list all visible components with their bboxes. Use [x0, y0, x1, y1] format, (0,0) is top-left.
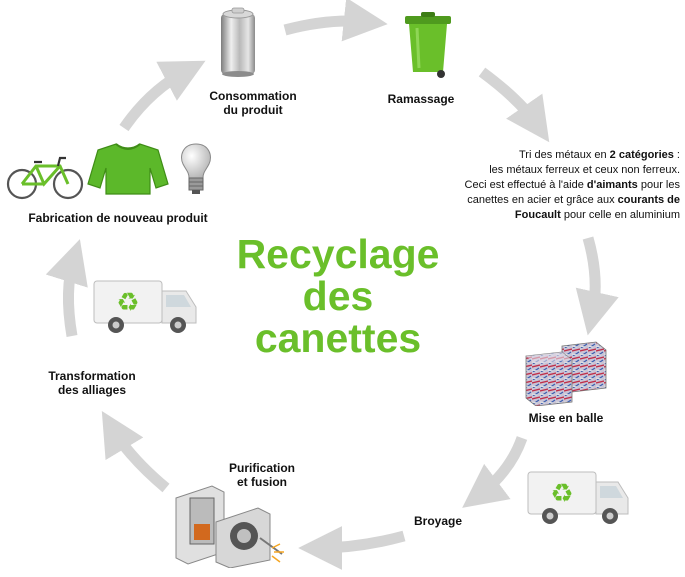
can-icon [221, 7, 255, 77]
light-bulb-icon [181, 143, 211, 194]
svg-text:♻: ♻ [550, 479, 573, 509]
step-mise-en-balle-label: Mise en balle [528, 411, 604, 425]
step-ramassage-label: Ramassage [387, 92, 455, 106]
bicycle-icon [6, 156, 84, 200]
tri-line-5: Foucault pour celle en aluminium [514, 209, 680, 221]
step-broyage-label: Broyage [413, 514, 463, 528]
trash-bin-icon [405, 12, 451, 78]
recycling-truck-icon: ♻ [93, 280, 197, 333]
tri-line-1: Tri des métaux en 2 catégories : [518, 149, 680, 161]
arrow-fabrication-to-conso [119, 60, 206, 132]
arrow-purification-to-transformation [101, 411, 170, 493]
svg-text:♻: ♻ [116, 288, 139, 318]
arrow-conso-to-ramassage [283, 0, 388, 42]
arrow-broyage-to-purification [298, 525, 406, 570]
tri-description: Tri des métaux en 2 catégories : les mét… [418, 148, 680, 223]
sweater-icon [87, 143, 169, 195]
tri-line-2: les métaux ferreux et ceux non ferreux. [489, 164, 680, 176]
step-fabrication-label: Fabrication de nouveau produit [28, 211, 208, 225]
diagram-title: Recyclage des canettes [236, 231, 440, 361]
tri-line-4: canettes en acier et grâce aux courants … [467, 194, 680, 206]
recycling-truck-icon: ♻ [527, 471, 629, 524]
arrow-ramassage-to-tri [478, 67, 550, 143]
arrow-transformation-to-fabrication [45, 239, 88, 337]
step-consommation-label: Consommation du produit [209, 89, 297, 117]
compactor-bales-icon [525, 341, 607, 406]
step-transformation-label: Transformation des alliages [48, 369, 136, 397]
arrow-balle-to-broyage [462, 436, 528, 508]
tri-line-3: Ceci est effectué à l'aide d'aimants pou… [464, 179, 680, 191]
arrow-tri-to-balle [575, 236, 619, 336]
step-purification-label: Purification et fusion [228, 461, 295, 489]
smelter-machine-icon [175, 485, 284, 568]
